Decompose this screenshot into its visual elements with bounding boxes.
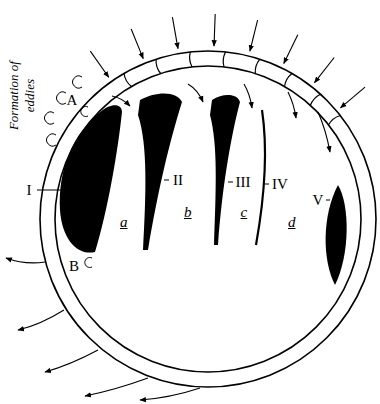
inner-ring <box>55 66 361 372</box>
point-letter: A <box>67 93 78 108</box>
vane-number: III <box>236 175 251 190</box>
flow-note: Formation of eddies <box>6 55 37 135</box>
outer-ring <box>40 51 376 387</box>
vane-number: V <box>313 193 324 208</box>
inflow-arrows <box>90 14 365 108</box>
vane-number: IV <box>272 177 288 192</box>
eddies <box>45 76 92 268</box>
vane-number: II <box>173 173 183 188</box>
passage-letter: b <box>184 205 192 220</box>
passage-letter: c <box>241 205 248 220</box>
thin-vane <box>256 110 265 245</box>
passage-letter: a <box>120 215 128 230</box>
passage-letter: d <box>288 215 296 230</box>
outflow-arrows <box>6 258 200 400</box>
point-letter: B <box>69 259 79 274</box>
vane-blobs <box>60 93 347 285</box>
vane-number: I <box>27 183 32 198</box>
